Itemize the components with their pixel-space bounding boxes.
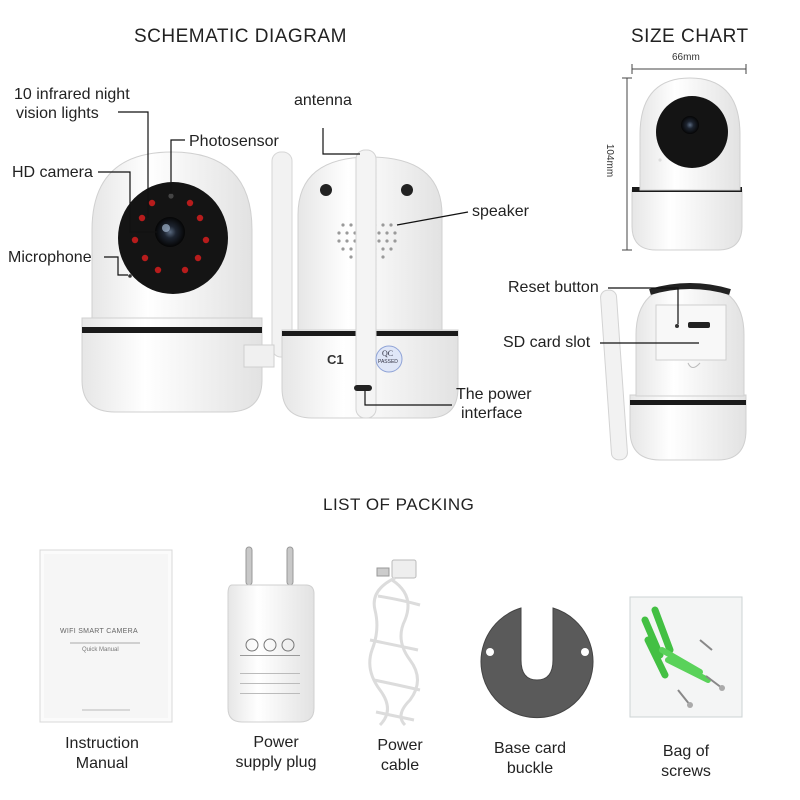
photosensor-label: Photosensor xyxy=(189,133,279,150)
power-interface-label-line2: interface xyxy=(461,405,523,422)
qc-marking-top: QC xyxy=(382,349,394,358)
packing-item-label: Instruction xyxy=(65,735,139,752)
power-cable-image xyxy=(368,559,421,727)
rear-view-camera xyxy=(600,283,747,461)
hd-camera-lens xyxy=(155,217,185,247)
packing-item-label: screws xyxy=(661,763,711,780)
dimension-lines xyxy=(622,64,747,251)
sd-card-slot xyxy=(688,322,710,328)
power-interface-label-line1: The power xyxy=(456,386,532,403)
front-camera-antenna xyxy=(271,151,293,358)
packing-item-label: Manual xyxy=(75,755,129,772)
reset-button xyxy=(675,324,679,328)
manual-subtitle: Quick Manual xyxy=(82,647,119,653)
size-chart-heading: SIZE CHART xyxy=(631,26,749,47)
power-port xyxy=(354,385,372,391)
packing-item-base: Base card buckle xyxy=(470,739,590,779)
packing-item-label: Power xyxy=(253,734,299,751)
infrared-label-line1: 10 infrared night xyxy=(14,86,130,103)
reset-button-label: Reset button xyxy=(508,279,599,296)
packing-item-label: supply plug xyxy=(235,754,317,771)
packing-item-label: Power xyxy=(377,737,423,754)
back-camera-antenna xyxy=(355,149,377,419)
microphone-label: Microphone xyxy=(8,249,92,266)
screws-bag-image xyxy=(629,596,743,718)
packing-item-label: Bag of xyxy=(662,743,710,760)
power-plug-image xyxy=(227,546,315,723)
packing-item-label: buckle xyxy=(506,760,554,777)
infrared-leds xyxy=(131,199,210,274)
packing-list-heading: LIST OF PACKING xyxy=(323,495,475,514)
qc-marking-bottom: PASSED xyxy=(378,359,398,365)
hd-camera-label: HD camera xyxy=(12,164,93,181)
callout-lines xyxy=(98,111,699,406)
manual-title: WIFI SMART CAMERA xyxy=(60,628,138,635)
front-camera-base xyxy=(81,317,263,413)
height-dimension-label: 104mm xyxy=(604,143,616,178)
speaker-label: speaker xyxy=(472,203,529,220)
sd-card-slot-label: SD card slot xyxy=(503,334,591,351)
packing-item-label: cable xyxy=(380,757,420,774)
infrared-label-line2: vision lights xyxy=(16,105,99,122)
packing-item-label: Base card xyxy=(493,740,567,757)
instruction-manual-image xyxy=(39,549,173,723)
back-camera xyxy=(281,149,459,419)
model-marking: C1 xyxy=(327,352,344,367)
antenna-label: antenna xyxy=(294,92,352,109)
schematic-diagram-heading: SCHEMATIC DIAGRAM xyxy=(134,26,347,47)
packing-item-manual: Instruction Manual xyxy=(42,734,162,774)
packing-item-plug: Power supply plug xyxy=(216,733,336,773)
packing-item-screws: Bag of screws xyxy=(626,742,746,782)
packing-item-cable: Power cable xyxy=(340,736,460,776)
front-camera xyxy=(81,151,293,413)
base-card-buckle-image xyxy=(480,607,594,719)
width-dimension-label: 66mm xyxy=(672,52,700,63)
size-chart-camera xyxy=(631,77,743,251)
